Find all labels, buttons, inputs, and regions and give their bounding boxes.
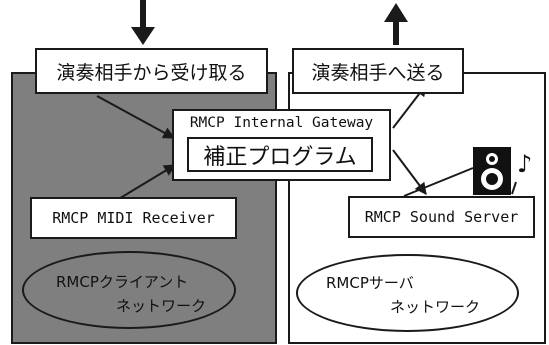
midi-receiver-box: RMCP MIDI Receiver: [30, 197, 237, 239]
server-network-line1: RMCPサーバ: [326, 274, 414, 292]
server-network-ellipse: RMCPサーバ ネットワーク: [296, 254, 519, 332]
outgoing-arrow-head: [384, 3, 408, 22]
correction-program-box: 補正プログラム: [187, 137, 373, 172]
music-note-icon: ♪: [517, 150, 533, 178]
correction-program-label: 補正プログラム: [203, 144, 357, 170]
client-network-line2: ネットワーク: [116, 297, 207, 315]
send-label-box: 演奏相手へ送る: [292, 48, 464, 94]
sound-server-label: RMCP Sound Server: [364, 208, 519, 226]
speaker-icon: [473, 147, 511, 195]
receive-label: 演奏相手から受け取る: [56, 61, 247, 84]
arrow-receive-to-gateway: [96, 95, 176, 139]
client-network-line1: RMCPクライアント: [56, 273, 189, 291]
receive-label-box: 演奏相手から受け取る: [35, 48, 268, 94]
server-network-line2: ネットワーク: [390, 298, 481, 316]
client-network-ellipse: RMCPクライアント ネットワーク: [22, 251, 236, 329]
arrow-midi-to-gateway: [116, 164, 177, 201]
send-label: 演奏相手へ送る: [311, 61, 445, 84]
internal-gateway-box: RMCP Internal Gateway 補正プログラム: [172, 109, 391, 181]
midi-receiver-label: RMCP MIDI Receiver: [52, 209, 215, 227]
arrow-gateway-to-sound: [392, 149, 427, 195]
sound-server-box: RMCP Sound Server: [348, 196, 535, 238]
incoming-arrow-head: [131, 27, 155, 45]
speaker-line-2: [511, 181, 517, 195]
gateway-title: RMCP Internal Gateway: [189, 115, 374, 131]
speaker-line-1: [403, 167, 474, 197]
